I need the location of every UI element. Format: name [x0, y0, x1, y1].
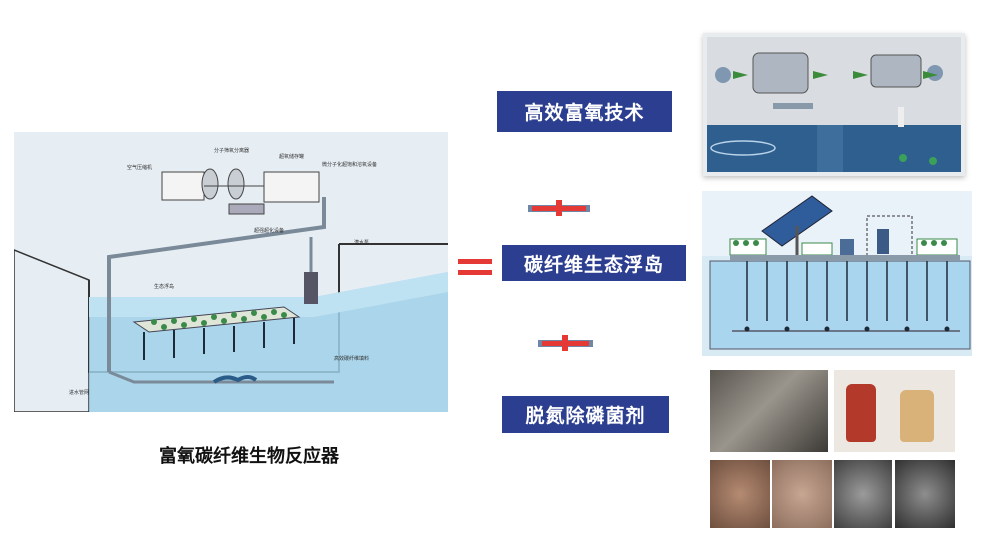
tech-label-bacteria: 脱氮除磷菌剂: [502, 396, 669, 433]
photo-micro-2: [772, 460, 832, 528]
equals-sign: [458, 259, 492, 279]
label-molecularize-device: 微分子化超饱和溶氧设备: [322, 161, 377, 168]
photo-micro-4: [895, 460, 955, 528]
reactor-illustration: 空气压缩机 分子筛氧分离器 超氧储存罐 微分子化超饱和溶氧设备 超强超化设备 潜…: [14, 132, 448, 412]
bacteria-photo-collage: [710, 370, 955, 528]
floating-island-image: [702, 191, 972, 356]
label-air-compressor: 空气压缩机: [127, 164, 152, 171]
label-molecular-sieve: 分子筛氧分离器: [214, 147, 249, 154]
label-carbon-fiber-filler: 高效碳纤维填料: [334, 355, 369, 362]
label-gas-line: 超强超化设备: [254, 227, 284, 234]
photo-jars: [834, 370, 955, 452]
label-inlet-pipe: 进水管网: [69, 389, 89, 396]
reactor-schematic: 空气压缩机 分子筛氧分离器 超氧储存罐 微分子化超饱和溶氧设备 超强超化设备 潜…: [14, 147, 448, 412]
tech-label-floating-island: 碳纤维生态浮岛: [502, 245, 686, 281]
label-floating-island: 生态浮岛: [154, 283, 174, 290]
reactor-caption: 富氧碳纤维生物反应器: [159, 446, 339, 467]
plus-sign: [538, 335, 593, 351]
plus-sign: [528, 200, 590, 216]
photo-fiber-tangle: [710, 370, 828, 452]
floating-island-illustration: [702, 195, 972, 356]
oxygen-tech-image: [703, 33, 965, 176]
photo-micro-3: [834, 460, 892, 528]
label-oxygen-storage: 超氧储存罐: [279, 153, 304, 160]
photo-micro-1: [710, 460, 770, 528]
label-submersible-pump: 潜水泵: [354, 239, 369, 246]
oxygen-tech-illustration: [707, 37, 961, 172]
tech-label-oxygen: 高效富氧技术: [497, 91, 672, 132]
